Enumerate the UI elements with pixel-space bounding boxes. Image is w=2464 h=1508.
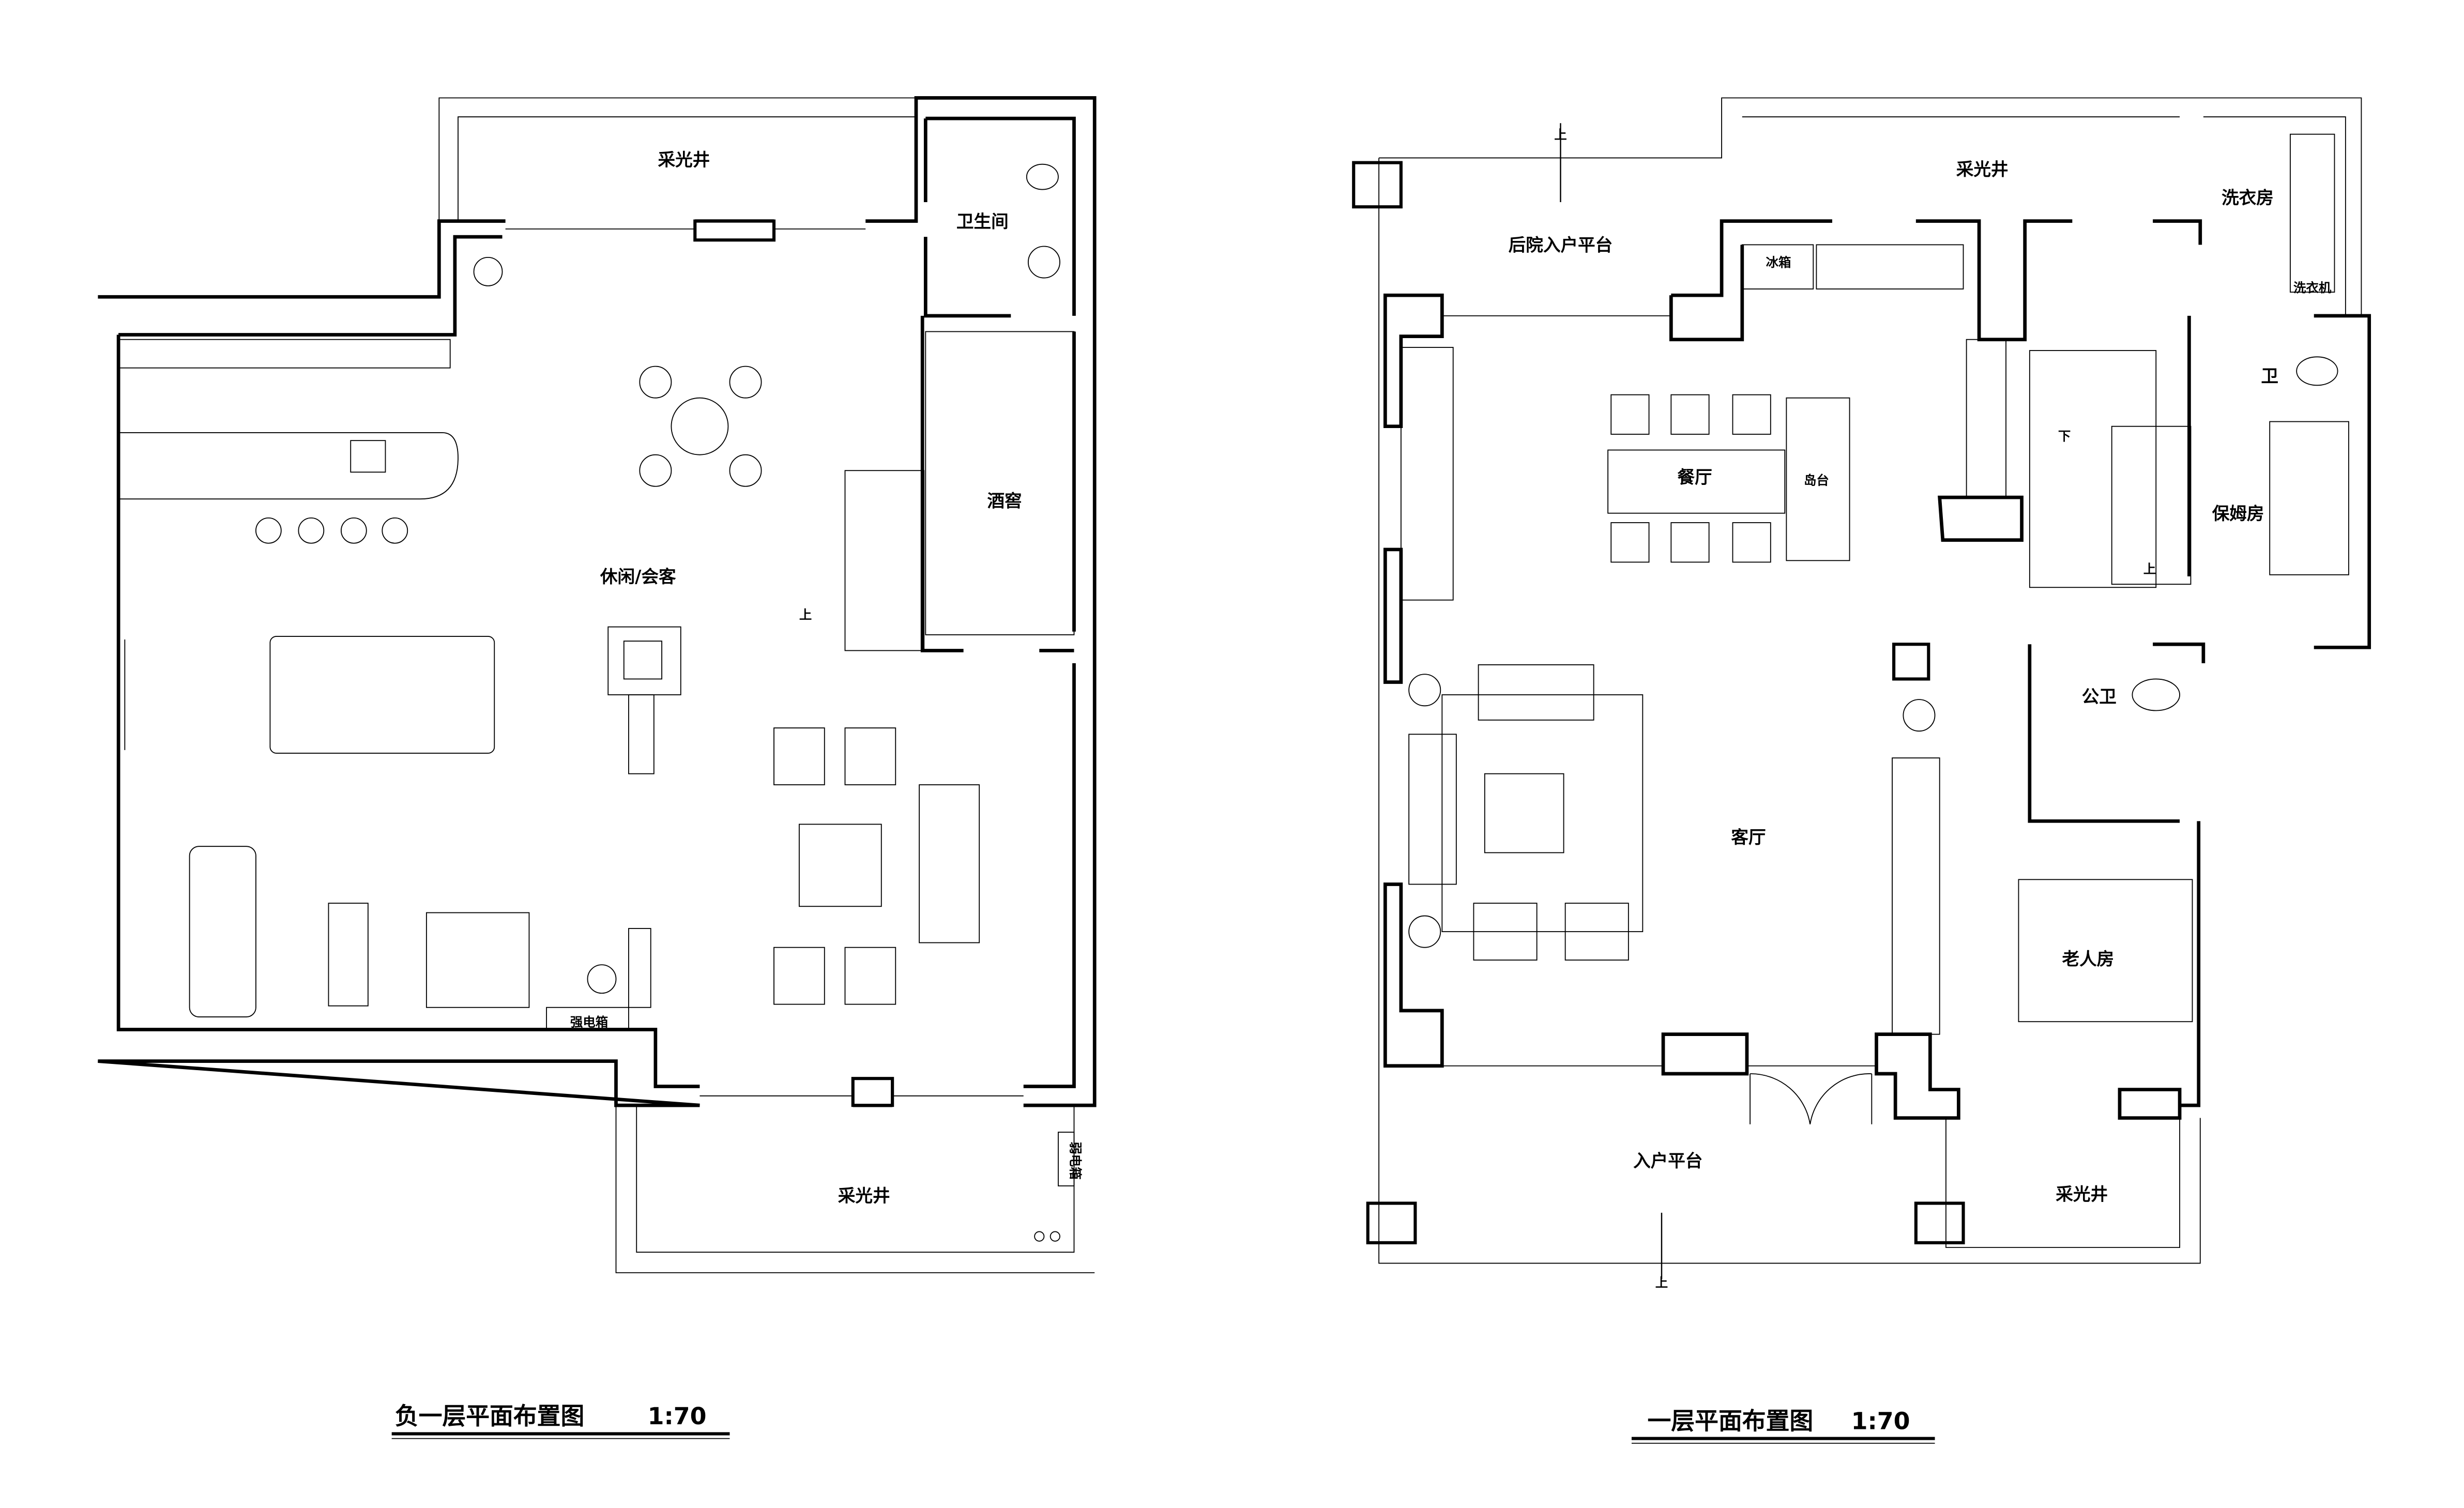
- room-label-living: 客厅: [1731, 827, 1766, 847]
- basement-labels: 采光井 卫生间 酒窖 休闲/会客 采光井 强电箱 弱电箱 上 负一层平面布置图 …: [391, 150, 1083, 1439]
- island-label: 岛台: [1804, 473, 1829, 488]
- basement-plan: 采光井 卫生间 酒窖 休闲/会客 采光井 强电箱 弱电箱 上 负一层平面布置图 …: [98, 96, 1097, 1439]
- ground-labels: 后院入户平台 采光井 洗衣房 洗衣机 冰箱 卫 保姆房 餐厅 岛台 客厅 公卫 …: [1509, 127, 2332, 1444]
- ground-title: 一层平面布置图: [1647, 1407, 1813, 1435]
- stair-up-label: 上: [799, 607, 812, 622]
- basement-title: 负一层平面布置图: [395, 1402, 585, 1430]
- fridge-label: 冰箱: [1766, 255, 1791, 270]
- stair-up-label: 上: [1554, 127, 1566, 142]
- plant-icon: [473, 256, 503, 286]
- room-label-lightwell-top: 采光井: [1956, 159, 2009, 179]
- room-label-bathroom: 卫生间: [956, 211, 1009, 232]
- room-label-wine-cellar: 酒窖: [987, 491, 1022, 511]
- plant-icon: [587, 964, 617, 994]
- weak-box-label: 弱电箱: [1068, 1141, 1083, 1179]
- room-label-elder-room: 老人房: [2062, 949, 2114, 969]
- washer-label: 洗衣机: [2293, 280, 2332, 295]
- room-label-lightwell-top: 采光井: [658, 150, 710, 170]
- ground-walls: [1352, 161, 2371, 1244]
- stair-down-label: 下: [2058, 429, 2071, 444]
- basement-furniture: [118, 163, 1075, 1242]
- stair-up-label: 上: [2143, 561, 2156, 576]
- ground-outlines: [1378, 97, 2362, 1264]
- room-label-lightwell-bottom: 采光井: [2056, 1184, 2108, 1204]
- basement-scale: 1:70: [648, 1402, 707, 1430]
- basement-lightwells: [438, 97, 1095, 1273]
- ground-scale: 1:70: [1851, 1407, 1910, 1435]
- ground-furniture: [1400, 123, 2349, 1279]
- power-box-label: 强电箱: [570, 1014, 608, 1029]
- room-label-dining: 餐厅: [1678, 467, 1712, 488]
- room-label-wc: 卫: [2261, 366, 2278, 386]
- room-label-public-wc: 公卫: [2082, 687, 2117, 707]
- room-label-lounge: 休闲/会客: [600, 567, 676, 587]
- room-label-lightwell-bottom: 采光井: [838, 1185, 890, 1206]
- room-label-nanny-room: 保姆房: [2212, 504, 2264, 524]
- basement-walls: [98, 96, 1097, 1107]
- room-label-entry-platform: 入户平台: [1633, 1151, 1702, 1171]
- room-label-laundry: 洗衣房: [2222, 188, 2274, 208]
- ground-plan: 后院入户平台 采光井 洗衣房 洗衣机 冰箱 卫 保姆房 餐厅 岛台 客厅 公卫 …: [1352, 97, 2371, 1444]
- stair-up-label: 上: [1655, 1275, 1668, 1290]
- room-label-back-platform: 后院入户平台: [1509, 235, 1613, 255]
